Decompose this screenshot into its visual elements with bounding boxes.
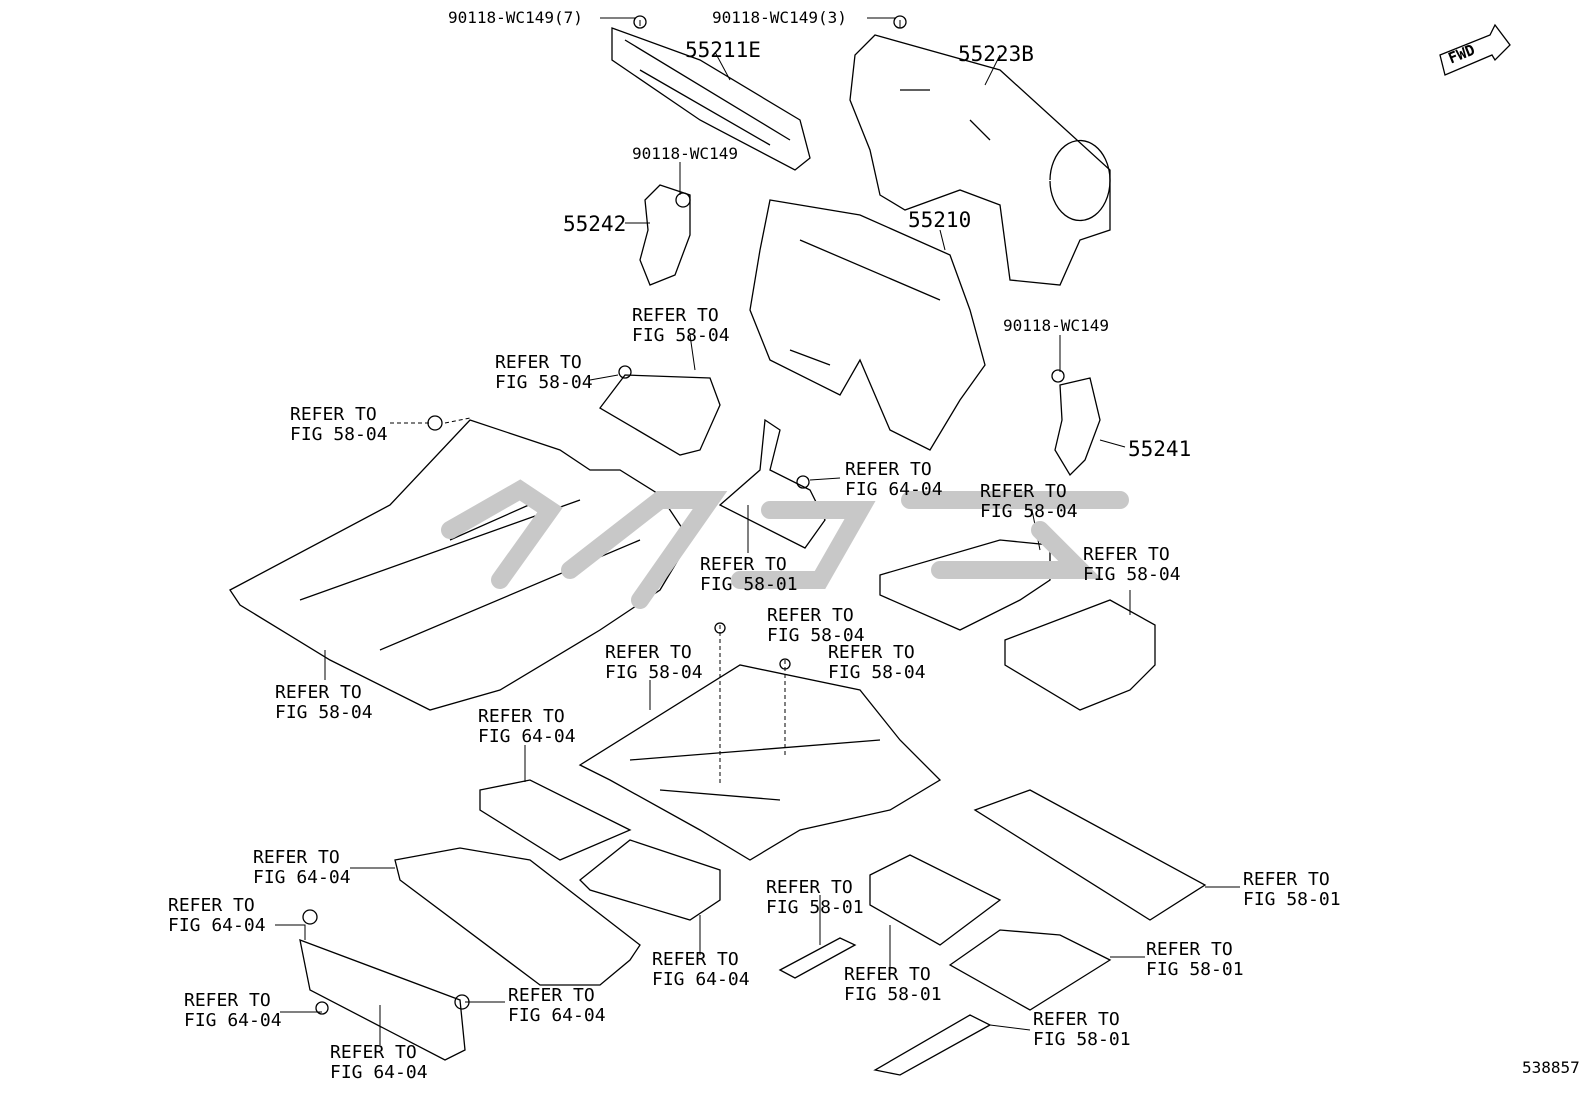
part-55210-shape (749, 199, 986, 451)
tray-upper (879, 539, 1051, 631)
mat-a (479, 779, 632, 861)
part-number-55242: 55242 (563, 212, 627, 236)
tray-lower (1004, 599, 1156, 711)
rear-trim (299, 938, 466, 1061)
trunk-mat (394, 847, 641, 986)
part-55223b-shape (849, 34, 1111, 286)
part-55241-shape (1054, 377, 1101, 477)
strip-1 (778, 937, 857, 979)
part-55211e-shape (611, 27, 811, 171)
fastener-label-7: 90118-WC149(7) (448, 8, 583, 27)
part-number-55241: 55241 (1128, 437, 1192, 461)
part-number-55223b: 55223B (958, 42, 1034, 66)
strip-2 (873, 1014, 992, 1076)
part-number-55210: 55210 (908, 208, 972, 232)
fastener-label-mid: 90118-WC149 (632, 144, 738, 163)
fwd-arrow (1439, 23, 1511, 76)
pad-upper (599, 374, 721, 456)
part-number-55211e: 55211E (685, 38, 761, 62)
part-55242-shape (639, 184, 691, 286)
mat-b (579, 839, 721, 921)
fastener-label-right: 90118-WC149 (1003, 316, 1109, 335)
fastener-label-3: 90118-WC149(3) (712, 8, 847, 27)
diagram-id: 538857 (1522, 1058, 1580, 1077)
rear-floor (578, 664, 942, 861)
mat-front (869, 854, 1002, 946)
mat-rear (948, 929, 1112, 1011)
mat-long (973, 789, 1207, 921)
